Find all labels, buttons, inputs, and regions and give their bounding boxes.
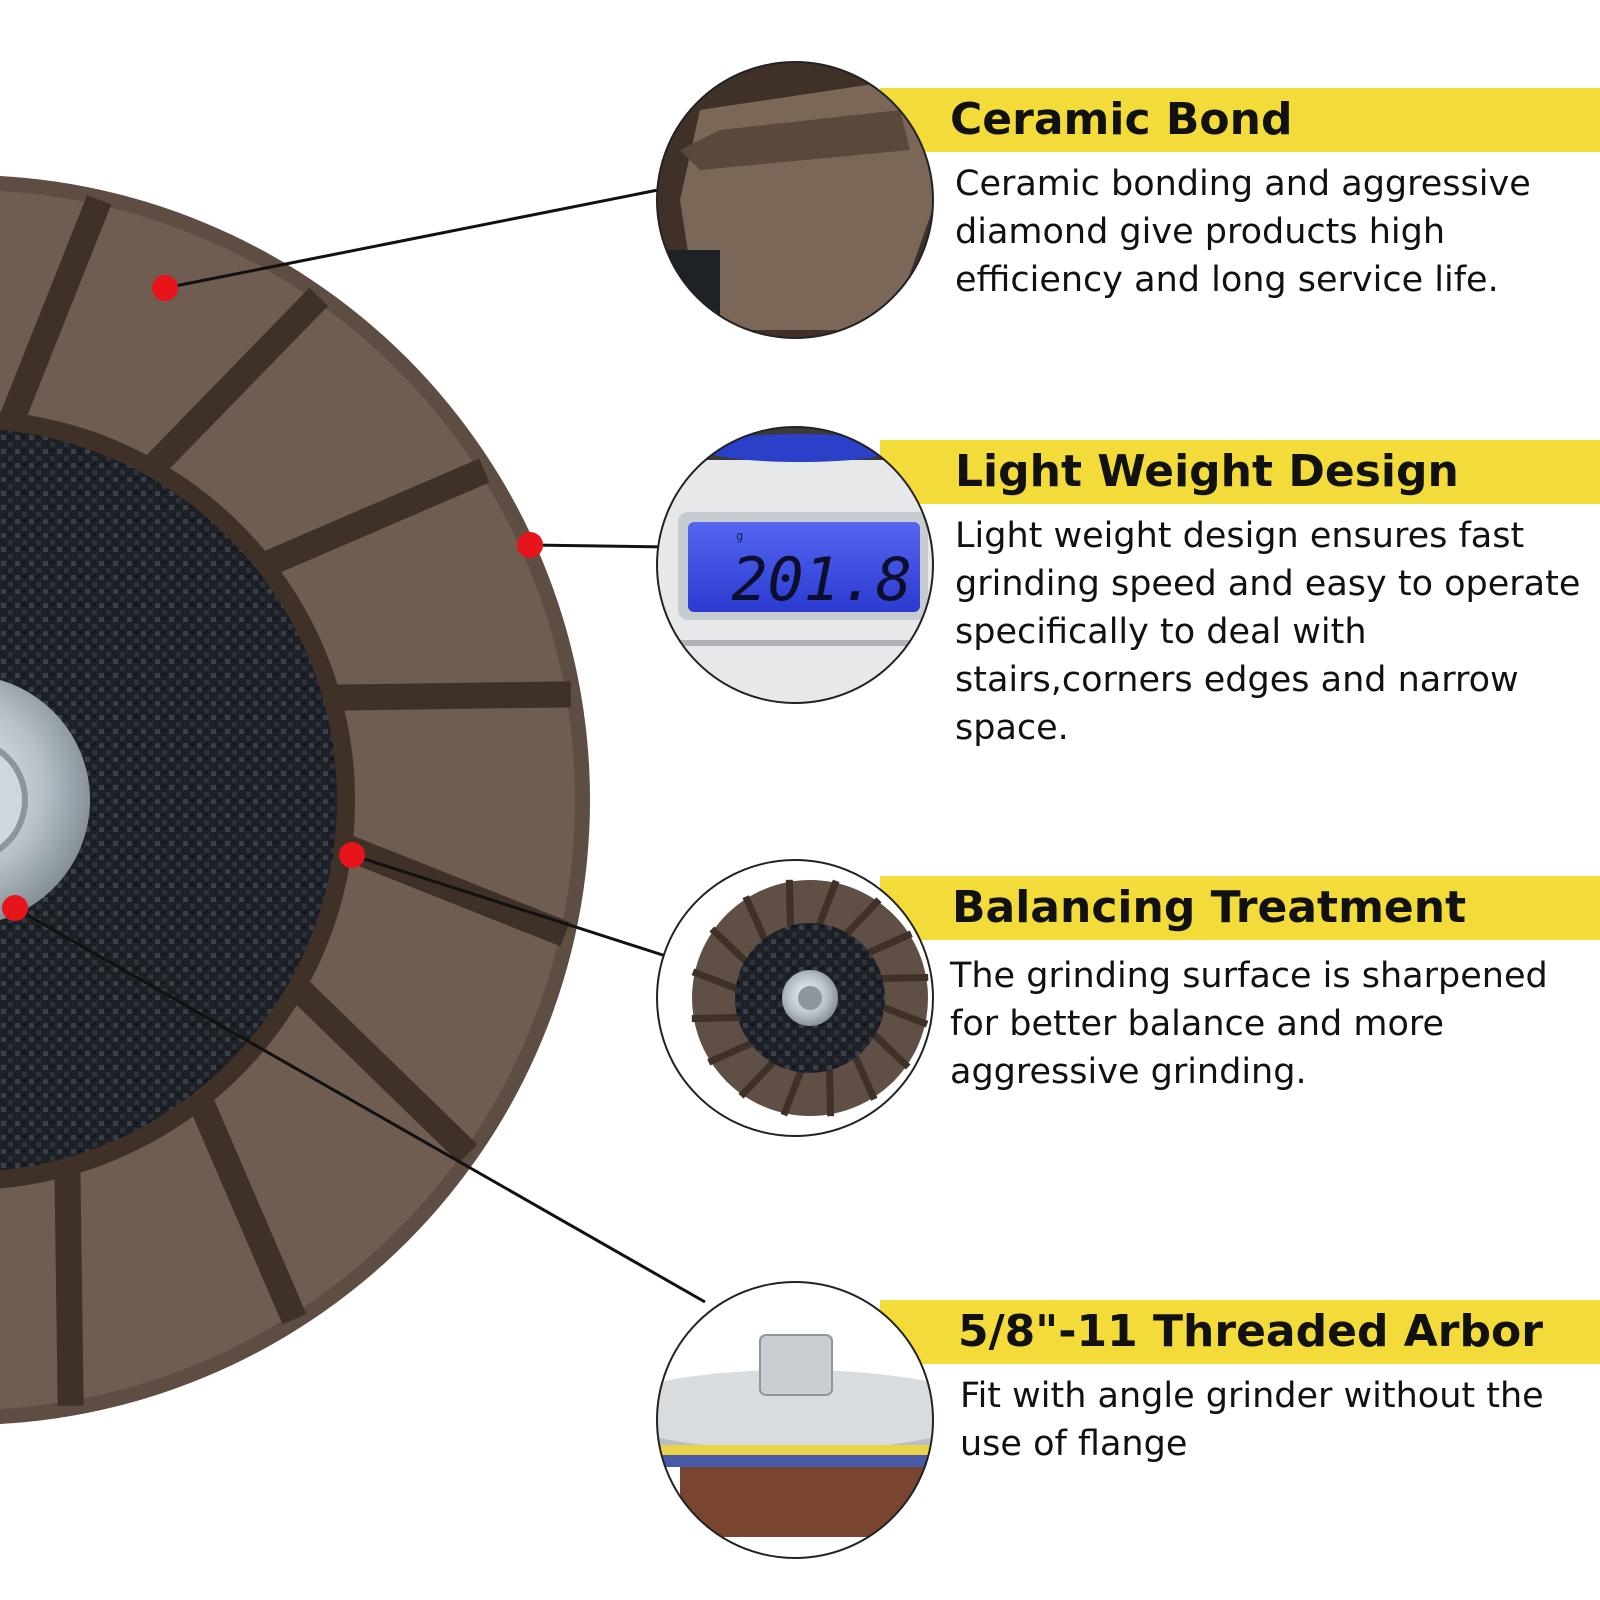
segment-divider bbox=[825, 1067, 835, 1117]
segment-divider bbox=[742, 895, 769, 943]
feature-title-ceramic-bond: Ceramic Bond bbox=[950, 94, 1293, 145]
marker-dot-3 bbox=[339, 842, 365, 868]
segment-divider bbox=[258, 458, 490, 578]
segment-divider bbox=[142, 287, 328, 478]
segment-divider bbox=[738, 1058, 778, 1099]
segment-divider bbox=[330, 681, 572, 711]
segment-divider bbox=[691, 968, 740, 993]
red-markers bbox=[2, 275, 543, 921]
title-band-2 bbox=[880, 440, 1600, 504]
segment-divider bbox=[870, 1030, 911, 1070]
digital-scale-closeup: g 201.8 bbox=[657, 427, 933, 703]
segment-divider bbox=[842, 897, 882, 938]
arbor-hub bbox=[0, 680, 90, 920]
segment-divider bbox=[287, 977, 478, 1163]
marker-dot-2 bbox=[517, 532, 543, 558]
title-band-4 bbox=[880, 1300, 1600, 1364]
segment-divider bbox=[851, 1053, 878, 1101]
feature-title-balancing: Balancing Treatment bbox=[952, 882, 1467, 933]
callout-lines bbox=[14, 186, 706, 1304]
segment-divider bbox=[880, 1003, 929, 1028]
feature-title-light-weight: Light Weight Design bbox=[955, 446, 1459, 497]
title-band-3 bbox=[880, 876, 1600, 940]
wheel-segment-dividers bbox=[0, 195, 572, 1407]
scale-reading: 201.8 bbox=[731, 545, 912, 615]
segment-divider bbox=[337, 833, 570, 947]
segment-divider bbox=[187, 1093, 307, 1325]
marker-dot-4 bbox=[2, 895, 28, 921]
feature-desc-ceramic-bond: Ceramic bonding and aggressive diamond g… bbox=[955, 164, 1531, 300]
segment-divider bbox=[785, 879, 795, 929]
title-band-1 bbox=[880, 88, 1600, 152]
threaded-arbor-closeup bbox=[657, 1282, 933, 1558]
feature-desc-threaded-arbor: Fit with angle grinder without the use o… bbox=[960, 1376, 1544, 1464]
segment-divider bbox=[865, 930, 913, 957]
segment-divider bbox=[780, 1068, 805, 1117]
feature-desc-balancing: The grinding surface is sharpened for be… bbox=[950, 956, 1548, 1092]
segment-divider bbox=[815, 879, 840, 928]
segment-divider bbox=[879, 973, 929, 983]
marker-dot-1 bbox=[152, 275, 178, 301]
feature-desc-light-weight: Light weight design ensures fast grindin… bbox=[955, 516, 1581, 748]
ceramic-segment-closeup bbox=[657, 62, 933, 338]
lcd-display bbox=[688, 522, 920, 612]
segment-divider bbox=[54, 1165, 84, 1407]
main-wheel-image bbox=[0, 176, 590, 1424]
segment-divider bbox=[0, 195, 112, 428]
segment-divider bbox=[709, 926, 750, 966]
cup-wheel-top-view bbox=[657, 860, 933, 1136]
segment-divider bbox=[691, 1013, 741, 1023]
scale-unit: g bbox=[736, 529, 743, 543]
segment-divider bbox=[707, 1039, 755, 1066]
feature-title-threaded-arbor: 5/8"-11 Threaded Arbor bbox=[958, 1306, 1543, 1357]
